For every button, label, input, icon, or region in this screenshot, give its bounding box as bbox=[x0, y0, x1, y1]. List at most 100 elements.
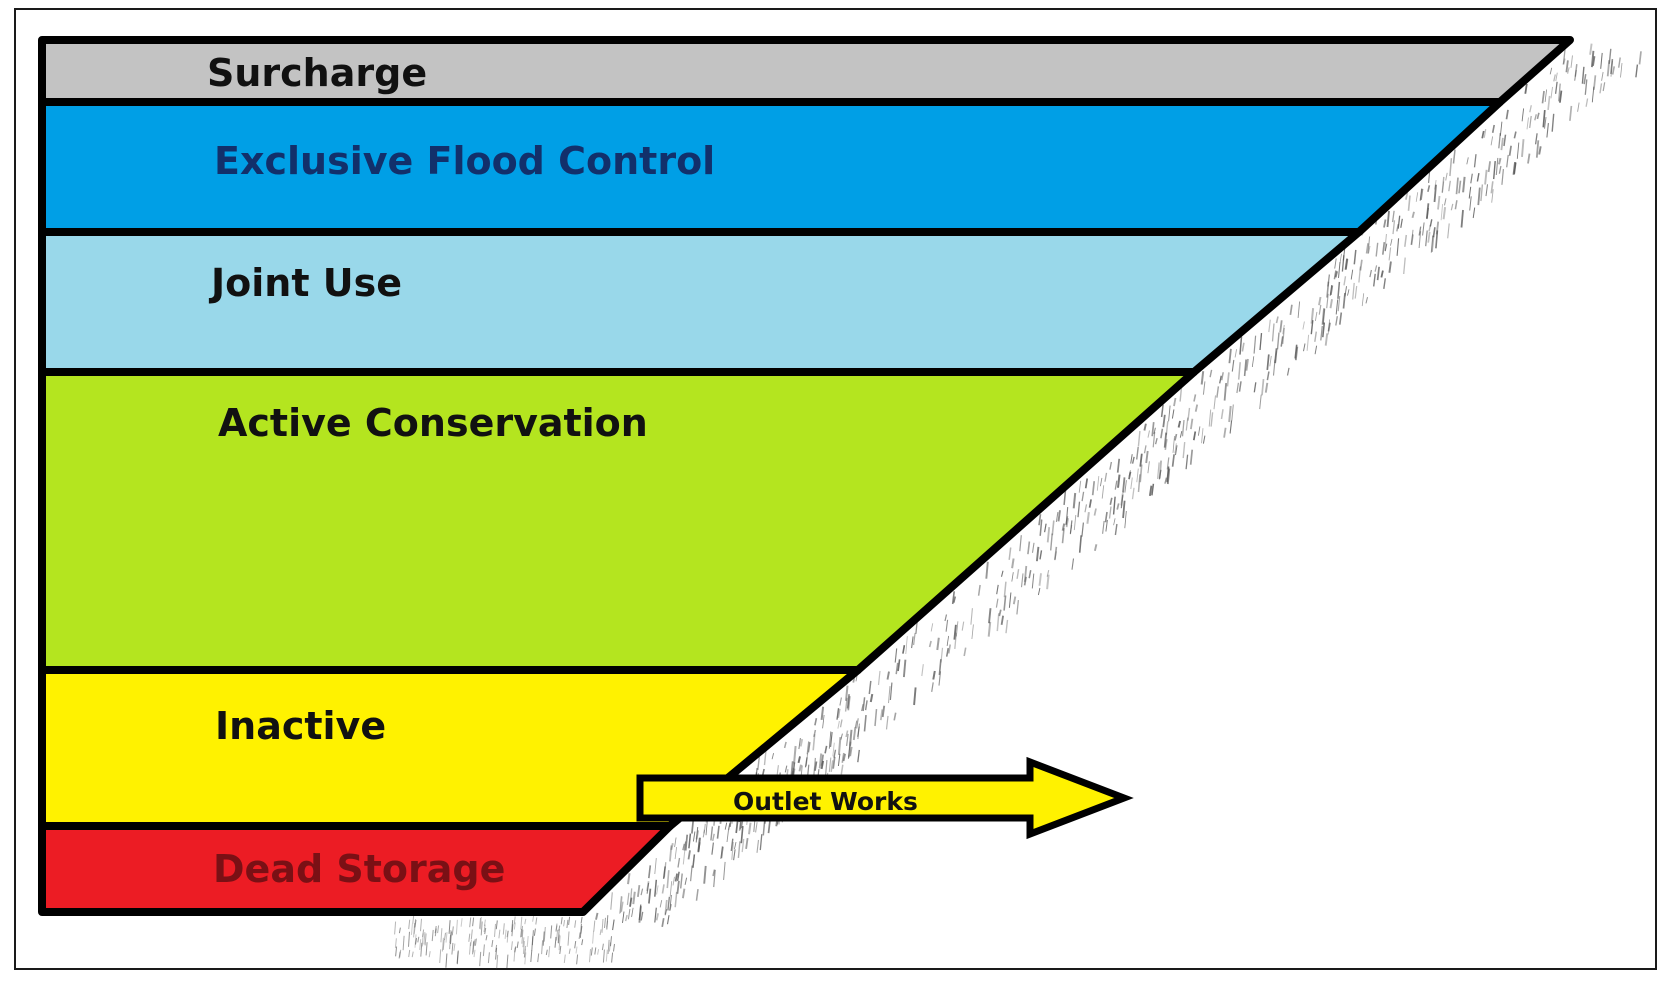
hatch-mark bbox=[1314, 331, 1317, 342]
hatch-mark bbox=[828, 731, 832, 749]
hatch-mark bbox=[511, 924, 514, 937]
hatch-mark bbox=[640, 888, 644, 896]
hatch-mark bbox=[1403, 257, 1406, 275]
hatch-mark bbox=[606, 920, 609, 928]
hatch-mark bbox=[1569, 105, 1573, 121]
hatch-mark bbox=[1460, 209, 1464, 228]
hatch-mark bbox=[1192, 431, 1197, 441]
hatch-mark bbox=[1365, 243, 1369, 254]
hatch-mark bbox=[998, 609, 1002, 617]
hatch-mark bbox=[1352, 282, 1355, 300]
hatch-mark bbox=[664, 909, 668, 916]
hatch-mark bbox=[502, 923, 505, 935]
hatch-mark bbox=[1383, 278, 1386, 289]
hatch-mark bbox=[487, 952, 490, 964]
hatch-mark bbox=[988, 608, 992, 624]
hatch-mark bbox=[1174, 443, 1177, 454]
hatch-mark bbox=[730, 838, 734, 851]
hatch-mark bbox=[402, 935, 405, 951]
hatch-mark bbox=[506, 930, 509, 943]
hatch-mark bbox=[820, 760, 825, 770]
hatch-mark bbox=[733, 849, 736, 861]
hatch-mark bbox=[541, 940, 544, 955]
hatch-mark bbox=[1324, 333, 1329, 346]
hatch-mark bbox=[1521, 139, 1525, 157]
hatch-mark bbox=[1562, 49, 1566, 64]
hatch-mark bbox=[592, 930, 595, 944]
hatch-mark bbox=[1469, 196, 1472, 211]
hatch-mark bbox=[574, 941, 577, 949]
hatch-mark bbox=[1391, 210, 1395, 223]
hatch-mark bbox=[1542, 110, 1546, 128]
hatch-mark bbox=[837, 708, 841, 719]
hatch-mark bbox=[522, 941, 525, 955]
hatch-mark bbox=[472, 941, 475, 955]
hatch-mark bbox=[601, 918, 604, 933]
hatch-mark bbox=[620, 901, 624, 912]
hatch-mark bbox=[1093, 508, 1097, 516]
hatch-mark bbox=[1484, 169, 1488, 185]
hatch-mark bbox=[1050, 533, 1053, 551]
hatch-mark bbox=[1466, 157, 1469, 165]
hatch-mark bbox=[724, 822, 728, 830]
hatch-mark bbox=[1554, 81, 1558, 94]
hatch-mark bbox=[1171, 454, 1175, 467]
hatch-mark bbox=[434, 928, 437, 937]
hatch-mark bbox=[535, 917, 538, 925]
hatch-mark bbox=[1418, 231, 1422, 249]
hatch-mark bbox=[1339, 253, 1342, 264]
hatch-mark bbox=[558, 935, 561, 951]
hatch-mark bbox=[568, 948, 571, 954]
hatch-mark bbox=[1261, 379, 1265, 396]
hatch-mark bbox=[1193, 394, 1197, 402]
hatch-mark bbox=[1483, 128, 1487, 138]
hatch-mark bbox=[680, 873, 683, 889]
hatch-mark bbox=[1243, 359, 1247, 377]
hatch-mark bbox=[1157, 462, 1160, 479]
hatch-mark bbox=[428, 951, 431, 958]
hatch-mark bbox=[995, 598, 999, 608]
hatch-mark bbox=[1320, 325, 1323, 341]
hatch-mark bbox=[1390, 238, 1393, 246]
hatch-mark bbox=[1164, 439, 1168, 451]
hatch-mark bbox=[723, 861, 726, 880]
hatch-mark bbox=[713, 869, 716, 888]
hatch-mark bbox=[496, 954, 499, 969]
hatch-mark bbox=[849, 729, 853, 746]
hatch-mark bbox=[654, 879, 658, 897]
hatch-mark bbox=[921, 664, 924, 677]
hatch-mark bbox=[1501, 169, 1504, 185]
hatch-mark bbox=[1555, 72, 1558, 81]
hatch-mark bbox=[456, 950, 459, 965]
hatch-mark bbox=[1485, 184, 1488, 197]
hatch-mark bbox=[1359, 259, 1363, 271]
hatch-mark bbox=[812, 734, 816, 751]
hatch-mark bbox=[413, 922, 416, 938]
hatch-mark bbox=[1189, 449, 1194, 465]
hatch-mark bbox=[1449, 158, 1453, 177]
hatch-mark bbox=[956, 621, 959, 637]
hatch-mark bbox=[1221, 372, 1224, 381]
hatch-mark bbox=[1529, 105, 1532, 113]
hatch-mark bbox=[1477, 187, 1481, 206]
hatch-mark bbox=[1143, 445, 1147, 454]
hatch-mark bbox=[1145, 450, 1149, 464]
hatch-mark bbox=[1565, 60, 1569, 73]
hatch-mark bbox=[1179, 431, 1183, 438]
hatch-mark bbox=[1031, 573, 1035, 589]
hatch-mark bbox=[837, 720, 840, 729]
hatch-mark bbox=[504, 929, 507, 939]
hatch-mark bbox=[1016, 600, 1020, 615]
hatch-mark bbox=[575, 946, 578, 954]
hatch-mark bbox=[1386, 210, 1390, 228]
hatch-mark bbox=[846, 733, 849, 746]
hatch-mark bbox=[627, 908, 631, 920]
hatch-mark bbox=[1190, 418, 1194, 430]
hatch-mark bbox=[1143, 423, 1147, 431]
hatch-mark bbox=[745, 837, 749, 850]
hatch-mark bbox=[881, 705, 886, 718]
hatch-mark bbox=[1279, 320, 1283, 333]
hatch-mark bbox=[1275, 316, 1279, 324]
hatch-mark bbox=[1194, 404, 1199, 412]
